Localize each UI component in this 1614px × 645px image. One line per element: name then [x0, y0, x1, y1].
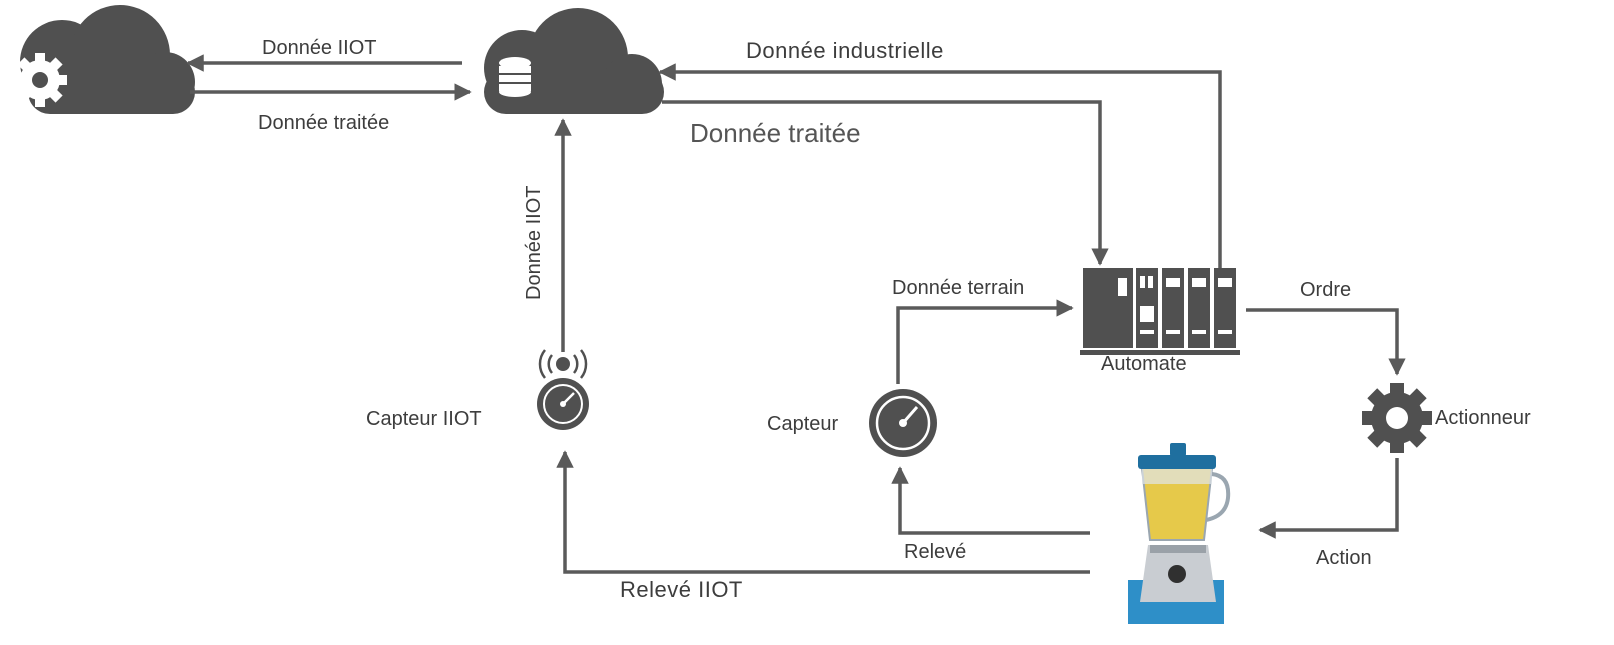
label-automate: Automate — [1101, 353, 1187, 375]
label-processed-data-top: Donnée traitée — [258, 112, 390, 134]
arrow-field-data — [896, 299, 1074, 384]
arrow-iiot-reading — [556, 450, 1090, 574]
label-actuator: Actionneur — [1435, 407, 1531, 429]
cloud-database-icon — [484, 8, 664, 114]
connector-arrows — [186, 54, 1406, 574]
blender-icon — [1128, 443, 1231, 624]
label-iiot-sensor: Capteur IIOT — [366, 408, 482, 430]
label-action: Action — [1316, 547, 1372, 569]
label-field-data: Donnée terrain — [892, 277, 1025, 299]
label-iiot-data-top: Donnée IIOT — [262, 37, 377, 59]
label-order: Ordre — [1300, 279, 1352, 301]
label-sensor: Capteur — [767, 413, 839, 435]
arrow-reading — [891, 466, 1090, 535]
arrow-order — [1246, 308, 1406, 376]
label-reading: Relevé — [904, 541, 967, 563]
plc-automate-icon — [1080, 268, 1240, 355]
gear-icon — [1362, 383, 1432, 453]
arrow-action — [1258, 458, 1399, 539]
arrow-industrial-data — [658, 63, 1222, 268]
label-industrial-data: Donnée industrielle — [746, 38, 944, 63]
arrow-processed-data-to-plc — [662, 100, 1109, 266]
gauge-icon — [869, 389, 937, 457]
label-iiot-data-vertical: Donnée IIOT — [523, 185, 545, 300]
label-iiot-reading: Relevé IIOT — [620, 577, 743, 602]
wireless-gauge-icon — [537, 349, 589, 430]
cloud-gear-icon — [13, 5, 195, 114]
label-processed-data-big: Donnée traitée — [690, 118, 861, 148]
